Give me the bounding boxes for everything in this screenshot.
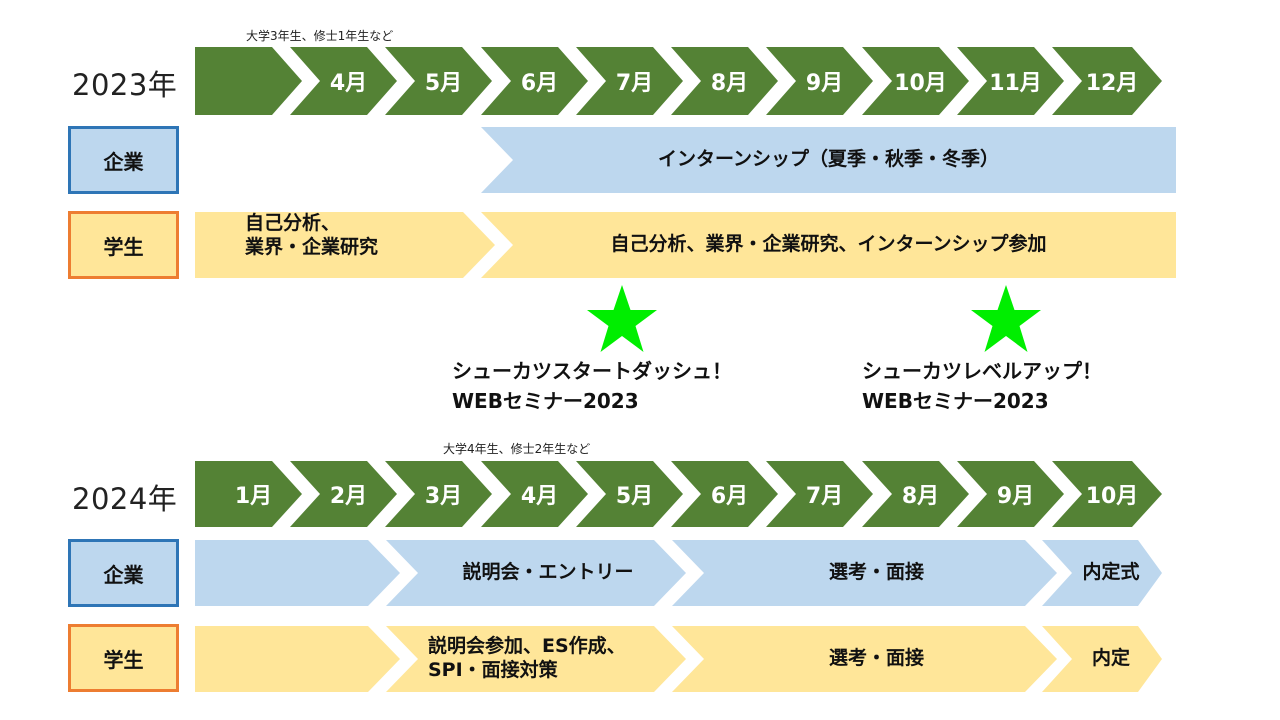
month-chevron: 7月 <box>766 461 873 527</box>
student-row-label-2023: 学生 <box>68 211 179 279</box>
month-chevron: 8月 <box>671 47 778 115</box>
star-icon <box>971 285 1041 352</box>
student-selection-band: 選考・面接 <box>672 626 1057 692</box>
webinar-startdash: シューカツスタートダッシュ！ WEBセミナー2023 <box>452 356 732 416</box>
month-chevron: 6月 <box>481 47 588 115</box>
month-chevron: 3月 <box>385 461 492 527</box>
month-chevron: 6月 <box>671 461 778 527</box>
naitei-band: 内定 <box>1042 626 1162 692</box>
month-chevron: 4月 <box>290 47 397 115</box>
month-chevron: 9月 <box>766 47 873 115</box>
band-text: SPI・面接対策 <box>428 659 558 681</box>
corp-band-empty <box>195 540 400 606</box>
month-chevron: 11月 <box>957 47 1064 115</box>
corp-row-label-2024: 企業 <box>68 539 179 607</box>
corp-row-label-2023: 企業 <box>68 126 179 194</box>
briefing-entry-band: 説明会・エントリー <box>386 540 686 606</box>
band-text: 説明会参加、ES作成、 <box>428 635 626 658</box>
naiteishiki-band: 内定式 <box>1042 540 1162 606</box>
event-title: シューカツスタートダッシュ！ <box>452 359 732 383</box>
month-chevron: 5月 <box>385 47 492 115</box>
month-chevron: 1月 <box>195 461 302 527</box>
student-band-empty <box>195 626 400 692</box>
event-subtitle: WEBセミナー2023 <box>452 389 639 413</box>
event-title: シューカツレベルアップ！ <box>862 359 1102 383</box>
month-chevron: 5月 <box>576 461 683 527</box>
grade-note-2024: 大学4年生、修士2年生など <box>443 442 591 456</box>
month-chevron: 8月 <box>862 461 969 527</box>
internship-participation-band: 自己分析、業界・企業研究、インターンシップ参加 <box>481 212 1176 278</box>
year-label-2023: 2023年 <box>72 68 178 102</box>
year-label-2024: 2024年 <box>72 482 178 516</box>
band-text: 内定 <box>1091 647 1130 670</box>
month-chevron: 4月 <box>481 461 588 527</box>
webinar-levelup: シューカツレベルアップ！ WEBセミナー2023 <box>862 356 1102 416</box>
student-row-label-2024: 学生 <box>68 624 179 692</box>
month-chevron: 9月 <box>957 461 1064 527</box>
band-text: 自己分析、 <box>245 212 341 234</box>
month-chevron: 10月 <box>862 47 969 115</box>
selection-interview-band: 選考・面接 <box>672 540 1057 606</box>
briefing-prep-band: 説明会参加、ES作成、 SPI・面接対策 <box>386 626 686 692</box>
grade-note-2023: 大学3年生、修士1年生など <box>246 29 394 43</box>
internship-band: インターンシップ（夏季・秋季・冬季） <box>481 127 1176 193</box>
star-icon <box>587 285 657 352</box>
month-chevron <box>195 47 302 115</box>
month-chevron: 2月 <box>290 461 397 527</box>
band-text: 業界・企業研究 <box>245 235 379 258</box>
self-analysis-band: 自己分析、 業界・企業研究 <box>195 212 495 278</box>
month-chevron: 7月 <box>576 47 683 115</box>
event-subtitle: WEBセミナー2023 <box>862 389 1049 413</box>
band-text: 選考・面接 <box>828 647 924 670</box>
month-chevron: 10月 <box>1052 461 1162 527</box>
month-chevron: 12月 <box>1052 47 1162 115</box>
